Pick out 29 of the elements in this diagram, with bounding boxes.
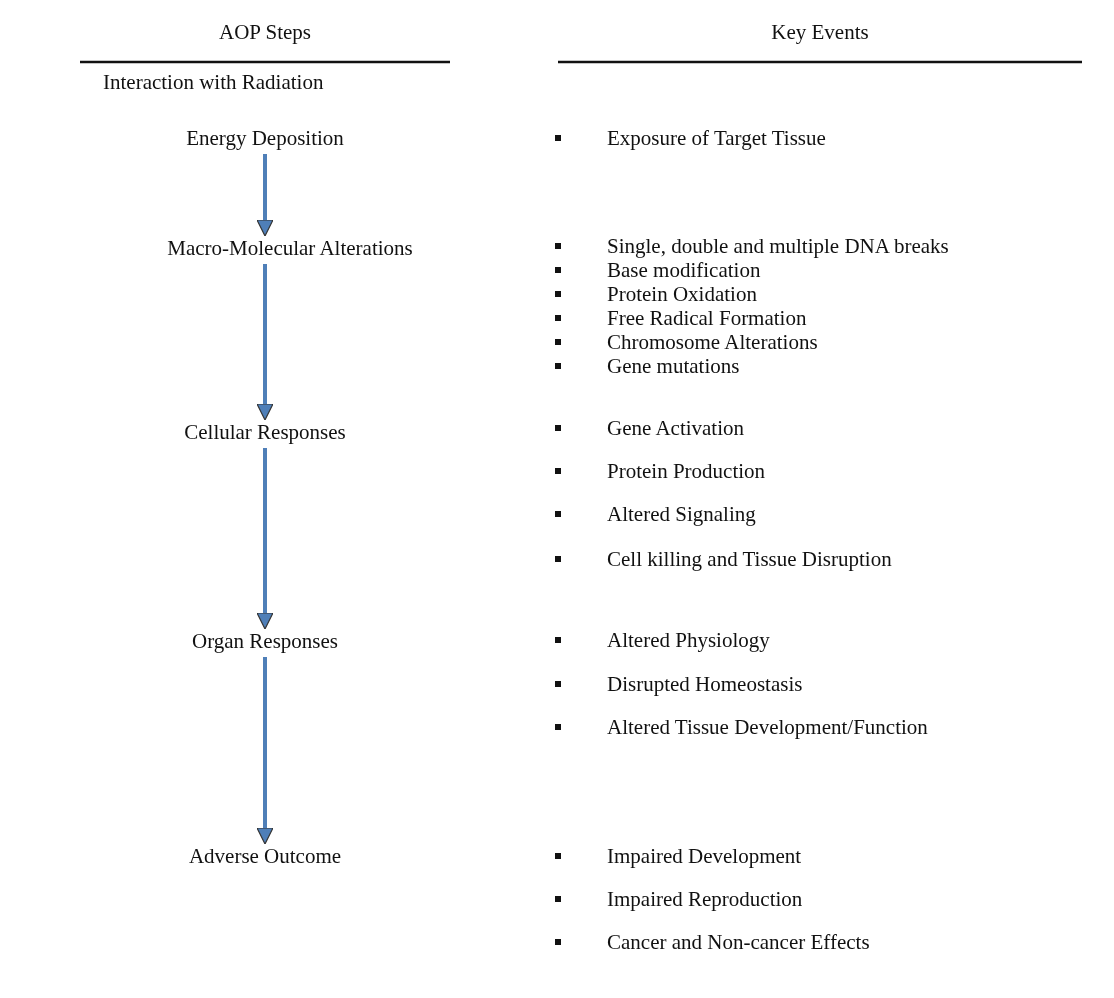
key-event-text: Exposure of Target Tissue [607,126,826,150]
key-event-text: Impaired Development [607,844,802,868]
key-event-text: Cancer and Non-cancer Effects [607,930,870,954]
arrow [256,154,274,237]
key-event-text: Protein Production [607,459,766,483]
arrow [256,264,274,421]
key-event-text: Base modification [607,258,761,282]
key-event-text: Impaired Reproduction [607,887,803,911]
key-event-text: Cell killing and Tissue Disruption [607,547,892,571]
key-event-text: Altered Signaling [607,502,756,526]
key-event-text: Single, double and multiple DNA breaks [607,234,949,258]
step-text: Energy Deposition [186,126,344,150]
key-event-text: Free Radical Formation [607,306,807,330]
step-text: Adverse Outcome [188,844,342,868]
key-event-text: Gene mutations [607,354,740,378]
column-header: AOP Steps [219,20,311,44]
key-event-text: Gene Activation [607,416,745,440]
key-event-text: Chromosome Alterations [607,330,818,354]
key-event-text: Altered Physiology [607,628,770,652]
step-text: Organ Responses [192,629,338,653]
step-text: Macro-Molecular Alterations [167,236,413,260]
step-text: Cellular Responses [184,420,346,444]
arrow [256,657,274,845]
key-event-text: Disrupted Homeostasis [607,672,803,696]
key-event-text: Protein Oxidation [607,282,757,306]
column-header: Key Events [771,20,869,44]
step-text: Interaction with Radiation [103,70,324,94]
arrow [256,448,274,630]
key-event-text: Altered Tissue Development/Function [607,715,928,739]
